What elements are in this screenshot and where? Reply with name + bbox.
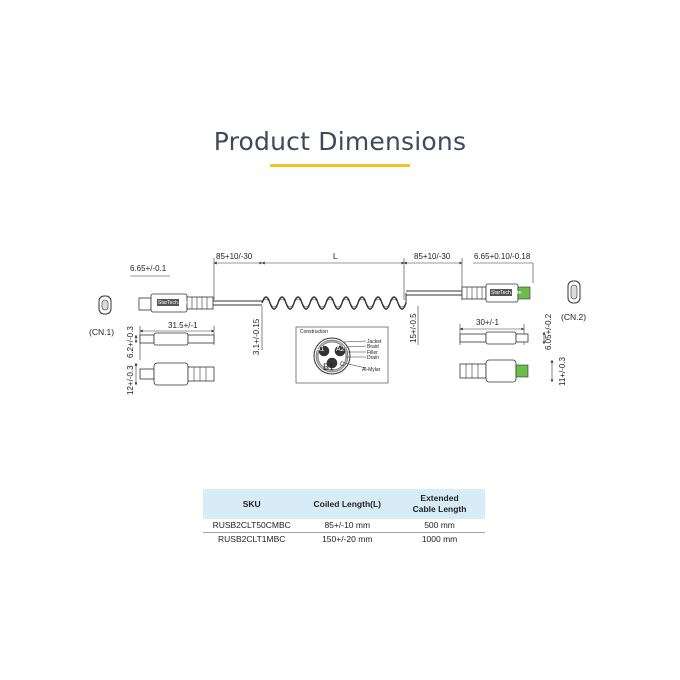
left-connector-width: 6.65+/-0.1 bbox=[130, 264, 167, 273]
table-header-row: SKU Coiled Length(L) Extended Cable Leng… bbox=[203, 489, 485, 519]
pin-b1: B1 bbox=[323, 362, 334, 372]
cable-dia-right: 15+/-0.5 bbox=[409, 313, 418, 343]
pin-c: C bbox=[340, 362, 345, 368]
layer-al-mylar: Al-Mylar bbox=[362, 367, 381, 373]
right-strain-dim: 85+10/-30 bbox=[414, 252, 451, 261]
cell-extended-length: 1000 mm bbox=[421, 534, 458, 544]
cn2-label: (CN.2) bbox=[561, 312, 586, 322]
cell-extended-length: 500 mm bbox=[394, 519, 485, 533]
table-row: RUSB2CLT1MBC 150+/-20 mm 1000 mm bbox=[203, 533, 485, 547]
layer-filler: Filler bbox=[367, 350, 378, 356]
cn1-label: (CN.1) bbox=[89, 327, 114, 337]
left-brand-logo: StarTech.com bbox=[158, 300, 189, 306]
right-plug-height: 6.05+/-0.2 bbox=[544, 313, 553, 350]
layer-drain: Drain bbox=[367, 355, 379, 361]
length-dim: L bbox=[333, 252, 338, 261]
cable-dia-left: 3.1+/-0.15 bbox=[252, 318, 261, 355]
right-brand-logo: StarTech.com bbox=[491, 290, 522, 296]
sku-table: SKU Coiled Length(L) Extended Cable Leng… bbox=[203, 489, 485, 546]
pin-a1: A1 bbox=[316, 346, 325, 353]
header-extended-length: Extended Cable Length bbox=[394, 489, 485, 519]
layer-jacket: Jacket bbox=[367, 339, 382, 345]
cell-coiled-length: 85+/-10 mm bbox=[300, 519, 395, 533]
cell-sku: RUSB2CLT50CMBC bbox=[203, 519, 301, 533]
cell-sku: RUSB2CLT1MBC bbox=[218, 534, 286, 544]
layer-braid: Braid bbox=[367, 344, 379, 350]
left-head-length: 31.5+/-1 bbox=[168, 321, 198, 330]
table-row: RUSB2CLT50CMBC 85+/-10 mm 500 mm bbox=[203, 519, 485, 533]
title-underline bbox=[270, 164, 410, 167]
header-coiled-length: Coiled Length(L) bbox=[300, 489, 395, 519]
right-body-height: 11+/-0.3 bbox=[558, 356, 567, 386]
construction-label: Construction bbox=[300, 329, 328, 335]
cell-coiled-length: 150+/-20 mm bbox=[322, 534, 373, 544]
left-plug-height: 6.2+/-0.3 bbox=[126, 326, 135, 358]
right-connector-width: 6.65+0.10/-0.18 bbox=[474, 252, 531, 261]
pin-a2: A2 bbox=[336, 346, 345, 353]
left-body-height: 12+/-0.3 bbox=[126, 365, 135, 395]
left-strain-dim: 85+10/-30 bbox=[216, 252, 253, 261]
right-head-length: 30+/-1 bbox=[476, 318, 499, 327]
page-title: Product Dimensions bbox=[213, 127, 467, 156]
header-sku: SKU bbox=[203, 489, 301, 519]
